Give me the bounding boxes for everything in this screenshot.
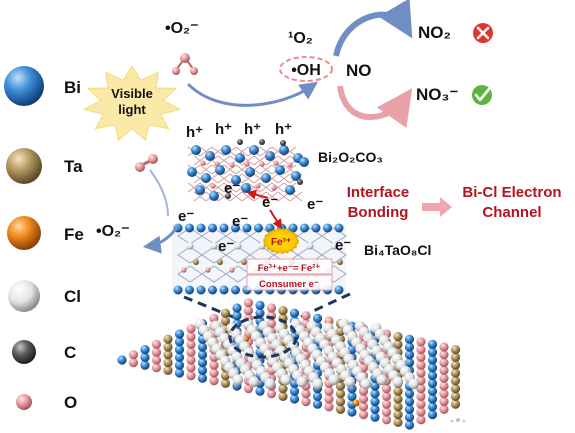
legend-label-o: O xyxy=(64,393,77,412)
fe3-site: Fe³⁺ xyxy=(263,228,299,254)
fe-reaction-label: Fe³⁺+e⁻= Fe²⁺ xyxy=(258,263,321,274)
electron-channel-line2: Channel xyxy=(482,204,541,221)
consumer-electron-label: Consumer e⁻ xyxy=(259,279,319,290)
legend-label-bi: Bi xyxy=(64,78,81,97)
legend-label-cl: Cl xyxy=(64,287,81,306)
zoom-focus-ring xyxy=(228,315,298,359)
electron-channel-line1: Bi-Cl Electron xyxy=(462,184,561,201)
bi4tao8cl-label: Bi₄TaO₈Cl xyxy=(364,242,431,258)
atom-legend: Bi Ta Fe Cl C O xyxy=(4,66,84,412)
bi2o2co3-label: Bi₂O₂CO₃ xyxy=(318,149,383,165)
to-no2-arrow xyxy=(333,0,413,57)
visible-light-burst: Visible light xyxy=(82,65,182,142)
hole-label: h⁺ xyxy=(186,124,203,141)
hole-label: h⁺ xyxy=(244,121,261,138)
hole-label: h⁺ xyxy=(215,121,232,138)
holes-row: h⁺ h⁺ h⁺ h⁺ xyxy=(186,121,292,141)
o-atom-swatch xyxy=(16,394,32,410)
bi2o2co3-layer xyxy=(187,139,309,202)
visible-light-label-line2: light xyxy=(118,102,146,117)
oxygen-to-structure-arrow xyxy=(149,169,169,217)
legend-label-ta: Ta xyxy=(64,157,83,176)
molecule-icon xyxy=(172,53,198,75)
electron-transfer-arrows xyxy=(246,189,283,230)
light-burst-shape xyxy=(82,65,182,142)
legend-item-cl: Cl xyxy=(8,280,81,312)
no-label: NO xyxy=(346,61,372,80)
no2-label: NO₂ xyxy=(418,23,451,42)
visible-light-label-line1: Visible xyxy=(111,86,153,101)
legend-item-c: C xyxy=(12,340,76,364)
electron-label: e⁻ xyxy=(178,208,194,225)
cross-icon xyxy=(473,23,493,43)
electron-label: e⁻ xyxy=(335,237,351,254)
legend-item-fe: Fe xyxy=(7,216,84,250)
oxygen-molecule-icon xyxy=(135,154,158,172)
decorative-mark xyxy=(450,418,466,423)
surface-slab-3d xyxy=(117,298,461,430)
electron-to-superoxide-arrow xyxy=(142,225,180,254)
ta-atom-swatch xyxy=(6,148,42,184)
check-icon xyxy=(472,85,492,105)
atom-cluster xyxy=(187,139,309,201)
to-no3-arrow xyxy=(337,85,413,129)
legend-item-ta: Ta xyxy=(6,148,83,184)
no3-label: NO₃⁻ xyxy=(416,85,458,104)
legend-label-c: C xyxy=(64,343,76,362)
hydroxyl-highlight xyxy=(279,56,333,82)
fe-reaction-box: Fe³⁺+e⁻= Fe²⁺ Consumer e⁻ xyxy=(246,258,333,291)
interface-bonding-line1: Interface xyxy=(347,184,410,201)
legend-item-o: O xyxy=(16,393,77,412)
superoxide-left-label: •O₂⁻ xyxy=(96,223,130,240)
singlet-oxygen-label: ¹O₂ xyxy=(288,30,313,47)
fe-atom-swatch xyxy=(7,216,41,250)
legend-item-bi: Bi xyxy=(4,66,81,106)
interface-bonding-line2: Bonding xyxy=(348,204,409,221)
slab-cl-rods xyxy=(194,318,420,390)
c-atom-swatch xyxy=(12,340,36,364)
bi-atom-swatch xyxy=(4,66,44,106)
hole-label: h⁺ xyxy=(275,121,292,138)
cl-atom-swatch xyxy=(8,280,40,312)
fe3-label: Fe³⁺ xyxy=(271,237,291,248)
electron-label: e⁻ xyxy=(307,196,323,213)
electron-label: e⁻ xyxy=(232,213,248,230)
interface-arrow xyxy=(422,197,452,217)
electron-label: e⁻ xyxy=(224,180,240,197)
light-to-oh-arrow xyxy=(186,81,318,107)
superoxide-top-label: •O₂⁻ xyxy=(165,20,199,37)
electron-label: e⁻ xyxy=(218,238,234,255)
legend-label-fe: Fe xyxy=(64,225,84,244)
hydroxyl-label: •OH xyxy=(291,62,321,79)
